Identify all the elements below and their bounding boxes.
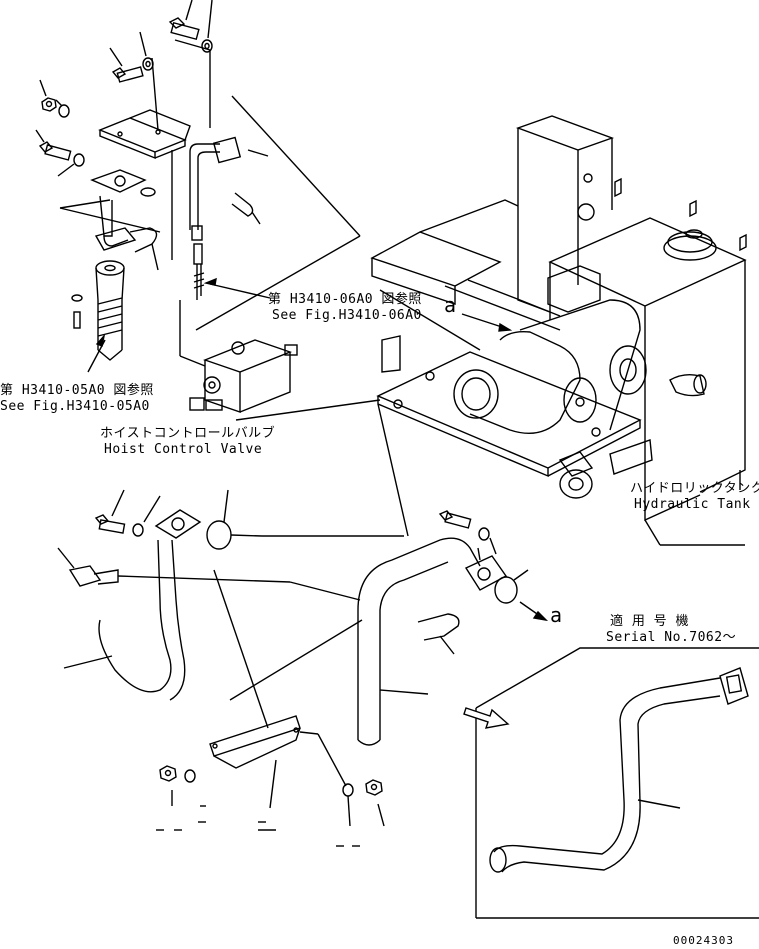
top-bolt-1 <box>168 0 200 41</box>
fig-05a0-label-jp: 第 H3410-05A0 図参照 <box>0 383 154 398</box>
tank-piping <box>453 299 653 499</box>
bolt-mid-right <box>438 510 472 529</box>
fig-05a0-label-en: See Fig.H3410-05A0 <box>0 399 150 414</box>
frame-rails <box>370 199 642 478</box>
serial-label-en: Serial No.7062〜 <box>606 630 737 645</box>
arrow-a-mid <box>519 601 549 622</box>
drawing-number: 00024303 <box>673 934 734 947</box>
bolt-3 <box>35 129 72 161</box>
nut-bottom-left <box>159 765 177 806</box>
washer-4 <box>57 153 85 177</box>
nut-1 <box>39 79 57 112</box>
washer-bottom-left <box>184 769 206 807</box>
o-ring-1 <box>140 187 156 197</box>
u-bolt-2 <box>129 227 159 271</box>
pipe-center <box>357 537 508 746</box>
o-ring-mid-right <box>494 569 529 604</box>
arrow-06a0 <box>203 277 271 299</box>
reference-mark-a-top: a <box>444 293 457 317</box>
bolt-2 <box>109 47 144 83</box>
hoist-line-pipe <box>189 136 269 300</box>
tank-leader-line <box>644 470 745 546</box>
washer-mid-left <box>132 495 161 537</box>
o-ring-mid-left <box>206 489 263 550</box>
washer-mid-right <box>478 527 497 555</box>
leader-lines-mid <box>213 403 481 729</box>
bottom-bracket <box>209 715 347 787</box>
fig-06a0-label-en: See Fig.H3410-06A0 <box>272 308 422 323</box>
hose-left-lower <box>63 655 113 669</box>
washer-bottom-right <box>342 783 354 827</box>
inset-pipe <box>489 667 749 873</box>
bracket-plate <box>98 39 211 160</box>
dash-marks <box>156 829 360 847</box>
u-bolt-1 <box>231 192 261 225</box>
arrow-a-top <box>461 313 513 332</box>
elbow-fitting <box>57 547 291 587</box>
flange-mid-left <box>98 509 202 701</box>
small-bolt <box>71 294 83 329</box>
flange-elbow <box>90 169 147 251</box>
hydraulic-tank-label-en: Hydraulic Tank <box>634 497 751 512</box>
bolt-mid-left <box>94 489 126 534</box>
serial-label-jp: 適 用 号 機 <box>610 614 689 629</box>
hoist-control-valve <box>179 300 298 413</box>
washer-3 <box>55 99 70 118</box>
hoist-control-valve-label-en: Hoist Control Valve <box>104 442 263 457</box>
hydraulic-tank <box>515 115 747 522</box>
top-washer-1 <box>201 0 213 53</box>
arrow-05a0 <box>87 333 106 373</box>
washer-2 <box>139 31 154 71</box>
bracket-leader <box>198 759 277 823</box>
hoist-control-valve-label-jp: ホイストコントロールバルブ <box>100 426 276 441</box>
hose-fitting-left <box>95 260 125 361</box>
inset-arrow <box>463 707 510 729</box>
serial-inset-frame <box>475 647 759 919</box>
u-bolt-3 <box>417 613 460 655</box>
nut-bottom-right <box>365 779 385 827</box>
fig-06a0-label-jp: 第 H3410-06A0 図参照 <box>268 292 422 307</box>
reference-mark-a-mid: a <box>550 603 563 627</box>
hydraulic-tank-label-jp: ハイドロリックタンク <box>630 481 759 496</box>
leader-lines-top <box>59 95 381 421</box>
